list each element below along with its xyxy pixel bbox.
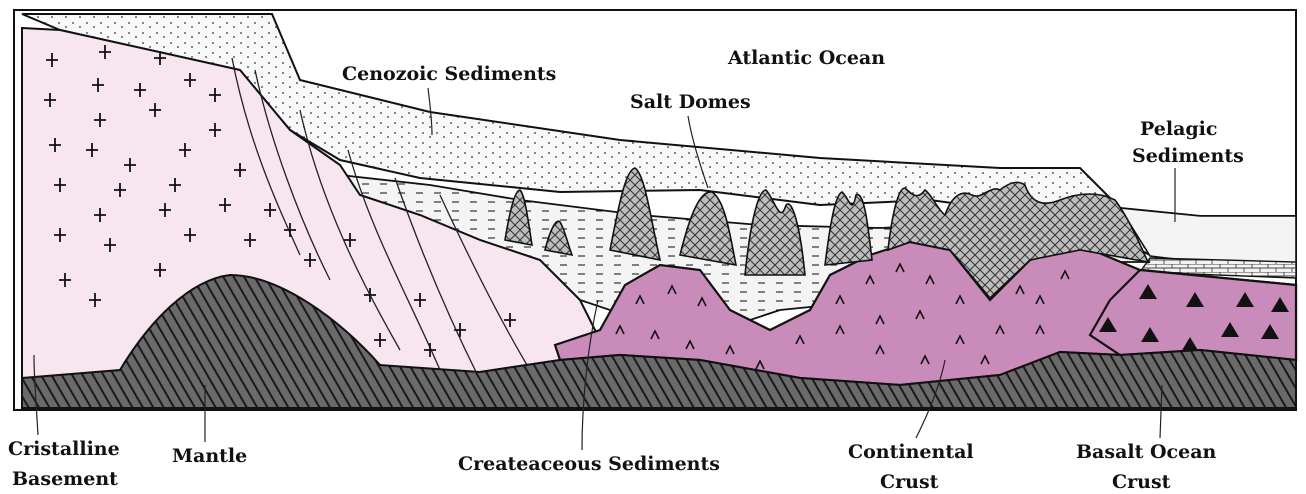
label-cristalline-line2: Basement <box>12 468 118 490</box>
label-basalt-line1: Basalt Ocean <box>1076 441 1217 463</box>
label-cristalline-line1: Cristalline <box>8 438 120 460</box>
label-continental-line1: Continental <box>848 441 974 463</box>
label-atlantic-ocean: Atlantic Ocean <box>727 47 885 69</box>
label-mantle: Mantle <box>172 445 247 467</box>
label-salt-domes: Salt Domes <box>630 91 751 113</box>
label-pelagic-line2: Sediments <box>1132 145 1244 167</box>
label-basalt-line2: Crust <box>1112 471 1171 493</box>
label-pelagic-line1: Pelagic <box>1140 118 1217 140</box>
label-continental-line2: Crust <box>880 471 939 493</box>
label-cretaceous-sediments: Createaceous Sediments <box>458 453 720 475</box>
label-cenozoic-sediments: Cenozoic Sediments <box>342 63 556 85</box>
